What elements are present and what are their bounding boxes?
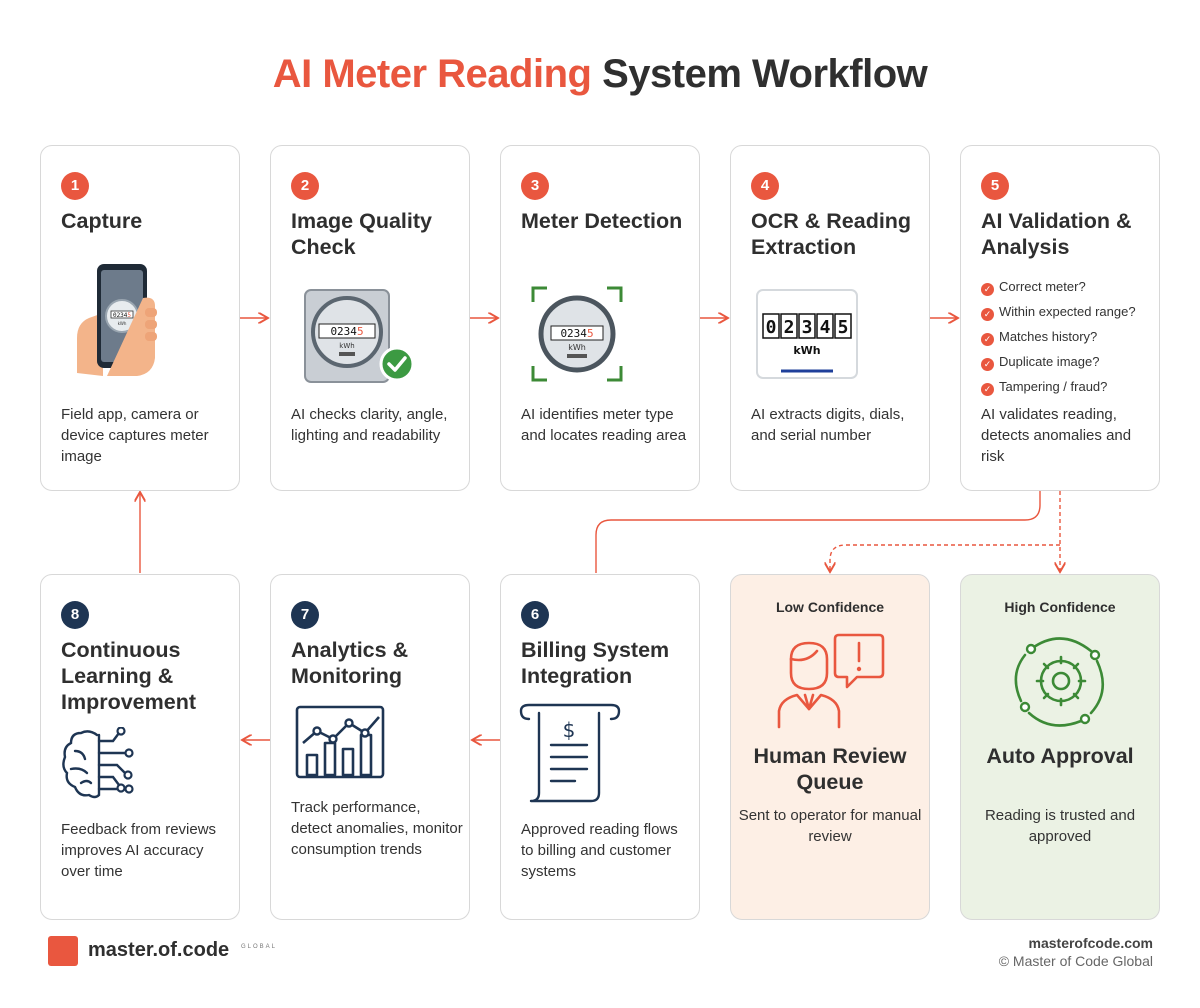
check-icon: ✓ — [981, 333, 994, 346]
confidence-description: Reading is trusted and approved — [984, 807, 1136, 845]
ocr-digit: 5 — [838, 317, 849, 338]
step-number: 3 — [521, 172, 549, 200]
step-card-ocr: 4 OCR & Reading Extraction 0 2 3 4 5 kWh… — [730, 145, 930, 491]
step-description: AI checks clarity, angle, lighting and r… — [291, 406, 448, 444]
step-card-image-quality: 2 Image Quality Check 02345 kWh AI check… — [270, 145, 470, 491]
checklist-item: ✓Matches history? — [981, 324, 1161, 349]
step-title: Capture — [61, 209, 143, 233]
title-rest: System Workflow — [602, 52, 928, 96]
check-icon: ✓ — [981, 358, 994, 371]
checklist-item: ✓Duplicate image? — [981, 349, 1161, 374]
step-card-meter-detection: 3 Meter Detection 02345 kWh AI identifie… — [500, 145, 700, 491]
currency-symbol: $ — [563, 718, 576, 742]
title-accent: AI Meter Reading — [272, 52, 592, 96]
step-title: Analytics & Monitoring — [291, 638, 409, 688]
step-description: AI validates reading, detects anomalies … — [981, 406, 1132, 465]
confidence-title: Human Review Queue — [753, 744, 907, 794]
step-title: OCR & Reading Extraction — [751, 209, 912, 259]
ocr-digit: 0 — [766, 317, 777, 338]
step-title: AI Validation & Analysis — [981, 209, 1132, 259]
checklist-item: ✓Tampering / fraud? — [981, 374, 1161, 399]
auto-gear-icon — [1014, 637, 1105, 727]
step-description: Track performance, detect anomalies, mon… — [291, 799, 463, 858]
step-card-analytics: 7 Analytics & Monitoring Track performan… — [270, 574, 470, 920]
site-link[interactable]: masterofcode.com — [1028, 935, 1153, 951]
low-confidence-card: Low Confidence Human Review Queue Sent t… — [730, 574, 930, 920]
svg-text:kWh: kWh — [339, 342, 354, 350]
checklist-item: ✓Within expected range? — [981, 299, 1161, 324]
check-icon: ✓ — [981, 283, 994, 296]
brain-circuit-icon — [62, 727, 134, 799]
step-description: Feedback from reviews improves AI accura… — [61, 821, 217, 880]
copyright: © Master of Code Global — [998, 953, 1153, 969]
step-card-ai-validation: 5 AI Validation & Analysis ✓Correct mete… — [960, 145, 1160, 491]
step-number: 5 — [981, 172, 1009, 200]
step-number: 2 — [291, 172, 319, 200]
ocr-digit: 3 — [802, 317, 813, 338]
step-title: Continuous Learning & Improvement — [61, 638, 197, 714]
step-description: Approved reading flows to billing and cu… — [521, 821, 678, 880]
svg-text:kWh: kWh — [118, 321, 127, 326]
step-number: 7 — [291, 601, 319, 629]
step-number: 8 — [61, 601, 89, 629]
validation-checklist: ✓Correct meter? ✓Within expected range? … — [981, 274, 1161, 399]
ocr-digit: 2 — [784, 317, 795, 338]
check-icon: ✓ — [981, 308, 994, 321]
svg-text:02345: 02345 — [560, 327, 593, 340]
step-description: Field app, camera or device captures met… — [61, 406, 209, 465]
check-icon: ✓ — [981, 383, 994, 396]
arrow-5-low — [830, 544, 1060, 572]
step-title: Image Quality Check — [291, 209, 432, 259]
step-description: AI identifies meter type and locates rea… — [521, 406, 687, 444]
svg-text:kWh: kWh — [568, 343, 586, 352]
step-title: Billing System Integration — [521, 638, 670, 688]
footer-credits: masterofcode.com © Master of Code Global — [999, 934, 1153, 970]
step-number: 1 — [61, 172, 89, 200]
step-card-billing: 6 Billing System Integration $ Approved … — [500, 574, 700, 920]
confidence-title: Auto Approval — [986, 744, 1134, 768]
meter-detection-icon: 02345 kWh — [531, 286, 623, 382]
logo-mark-icon — [48, 936, 78, 966]
ocr-unit: kWh — [793, 344, 820, 357]
reviewer-alert-icon — [777, 633, 885, 729]
confidence-label: Low Confidence — [775, 599, 885, 615]
analytics-chart-icon — [295, 705, 385, 779]
step-description: AI extracts digits, dials, and serial nu… — [751, 406, 905, 444]
phone-meter-icon: 02345 kWh — [77, 264, 157, 376]
quality-check-icon: 02345 kWh — [304, 289, 415, 383]
confidence-description: Sent to operator for manual review — [738, 807, 922, 845]
arrow-5-6 — [595, 491, 1041, 573]
svg-text:02345: 02345 — [113, 312, 131, 319]
page-title: AI Meter Reading System Workflow — [0, 52, 1200, 97]
step-number: 4 — [751, 172, 779, 200]
step-card-continuous-learning: 8 Continuous Learning & Improvement Feed… — [40, 574, 240, 920]
ocr-digit: 4 — [820, 317, 831, 338]
brand-name: master.of.code — [88, 939, 230, 961]
brand-sub: GLOBAL — [241, 944, 278, 950]
step-title: Meter Detection — [521, 209, 683, 233]
svg-text:02345: 02345 — [330, 325, 363, 338]
receipt-icon: $ — [519, 703, 621, 803]
confidence-label: High Confidence — [1004, 599, 1116, 615]
high-confidence-card: High Confidence Auto Approval Reading is… — [960, 574, 1160, 920]
step-number: 6 — [521, 601, 549, 629]
checklist-item: ✓Correct meter? — [981, 274, 1161, 299]
ocr-display-icon: 0 2 3 4 5 kWh — [756, 289, 858, 379]
step-card-capture: 1 Capture 02345 kWh Field app, camera or… — [40, 145, 240, 491]
